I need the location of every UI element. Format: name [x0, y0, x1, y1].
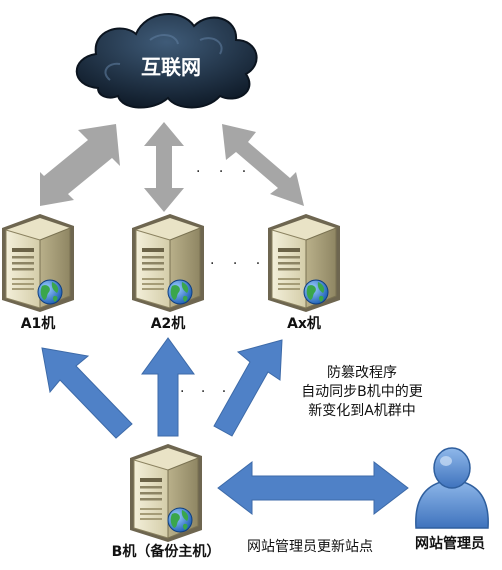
cloud-label: 互联网 — [141, 55, 201, 79]
admin-label: 网站管理员 — [415, 535, 485, 552]
internet-cloud: 互联网 — [75, 13, 258, 109]
blue-arrow-b-admin — [217, 460, 409, 516]
server-a2 — [131, 213, 205, 313]
blue-arrow-b-a2 — [141, 337, 195, 437]
sync-note: 防篡改程序 自动同步B机中的更 新变化到A机群中 — [301, 364, 423, 419]
server-a1-label: A1机 — [21, 315, 56, 332]
gray-arrow-cloud-ax — [222, 124, 304, 206]
server-b — [129, 443, 203, 543]
sync-note-line1: 防篡改程序 — [327, 364, 397, 381]
server-ax — [267, 213, 341, 313]
gray-arrow-cloud-a1 — [40, 124, 120, 206]
sync-note-line3: 新变化到A机群中 — [308, 403, 416, 419]
server-b-label: B机（备份主机） — [112, 543, 221, 560]
server-a2-label: A2机 — [151, 315, 186, 332]
admin-person-icon — [415, 447, 489, 529]
server-a1 — [1, 213, 75, 313]
server-ax-label: Ax机 — [287, 315, 321, 332]
gray-arrow-cloud-a2 — [144, 122, 184, 212]
ellipsis-top: · · · — [196, 164, 253, 180]
blue-arrow-b-ax — [213, 339, 283, 437]
blue-arrow-b-a1 — [41, 347, 133, 439]
ellipsis-middle: · · · — [210, 256, 267, 272]
ellipsis-bottom: · · · — [180, 384, 232, 400]
admin-update-note: 网站管理员更新站点 — [247, 539, 373, 555]
sync-note-line2: 自动同步B机中的更 — [301, 384, 423, 400]
